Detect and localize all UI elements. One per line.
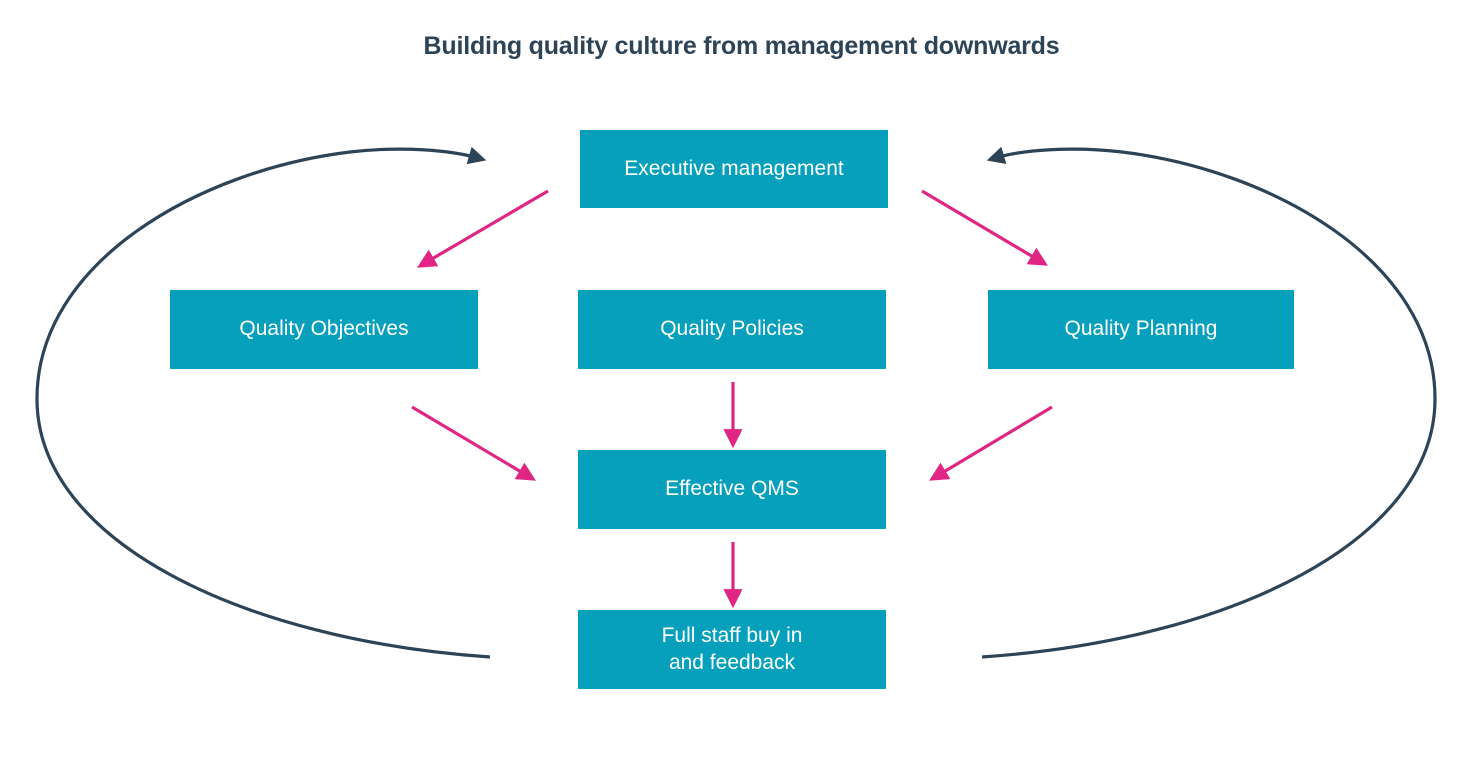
node-quality-planning[interactable]: Quality Planning (988, 290, 1294, 369)
exec-to-objectives-arrow (416, 189, 549, 268)
page-title: Building quality culture from management… (423, 32, 1060, 60)
node-quality-policies[interactable]: Quality Policies (578, 290, 886, 369)
feedback-loop-right-arrow (981, 146, 1437, 659)
node-effective-qms-label: Effective QMS (665, 477, 799, 501)
feedback-loop-left-arrow (35, 146, 491, 659)
planning-to-qms-arrow (929, 405, 1053, 481)
node-quality-policies-label: Quality Policies (660, 317, 804, 341)
node-full-staff-buy-in-label: Full staff buy in and feedback (661, 623, 803, 674)
node-quality-objectives[interactable]: Quality Objectives (170, 290, 478, 369)
node-executive-management[interactable]: Executive management (580, 130, 888, 208)
node-executive-management-label: Executive management (624, 156, 844, 180)
node-quality-objectives-label: Quality Objectives (239, 317, 409, 341)
node-quality-planning-label: Quality Planning (1064, 317, 1218, 341)
node-effective-qms[interactable]: Effective QMS (578, 450, 886, 529)
objectives-to-qms-arrow (411, 405, 536, 481)
node-full-staff-buy-in[interactable]: Full staff buy in and feedback (578, 610, 886, 689)
exec-to-planning-arrow (921, 189, 1048, 266)
